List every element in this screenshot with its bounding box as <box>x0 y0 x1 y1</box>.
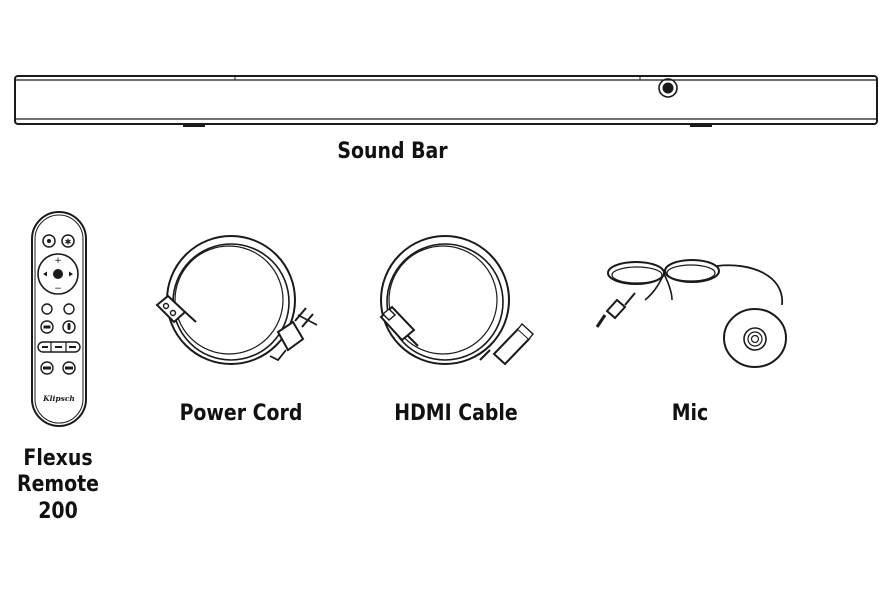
power-cord-label: Power Cord <box>179 401 303 426</box>
sound-bar-illustration <box>14 75 878 127</box>
mic-puck-icon <box>723 308 787 368</box>
hdmi-cable-illustration <box>379 235 534 366</box>
mic-cable-coil <box>607 259 720 301</box>
sound-bar-label: Sound Bar <box>337 139 448 164</box>
svg-text:+: + <box>54 256 62 266</box>
power-button-icon <box>42 234 56 248</box>
power-cord-illustration <box>155 235 318 365</box>
hdmi-connector-right-icon <box>479 322 534 366</box>
svg-text:−: − <box>54 284 62 294</box>
remote-illustration: ✱ + − Klips <box>31 211 87 427</box>
mute-button-icon <box>40 320 54 334</box>
sound-bar-logo-icon <box>658 78 678 98</box>
remote-label-line: Flexus <box>23 446 93 471</box>
mic-illustration <box>595 259 787 368</box>
hdmi-cable-label: HDMI Cable <box>394 401 518 426</box>
remote-label-line: Remote <box>17 472 99 498</box>
power-plug-icon <box>269 307 318 362</box>
svg-text:✱: ✱ <box>65 238 72 247</box>
remote-label: Flexus Remote 200 <box>15 446 101 525</box>
hdmi-connector-left-icon <box>379 305 419 347</box>
remote-logo: Klipsch <box>42 394 75 403</box>
power-cord-c13-connector <box>155 294 197 324</box>
mic-button-icon <box>62 320 76 334</box>
mic-label: Mic <box>671 401 709 426</box>
mode-buttons-row <box>37 341 81 353</box>
remote-label-line: 200 <box>38 498 78 524</box>
volume-dial-icon: + − <box>37 253 79 295</box>
mic-jack-icon <box>595 292 636 328</box>
settings-button-icon: ✱ <box>61 234 75 248</box>
